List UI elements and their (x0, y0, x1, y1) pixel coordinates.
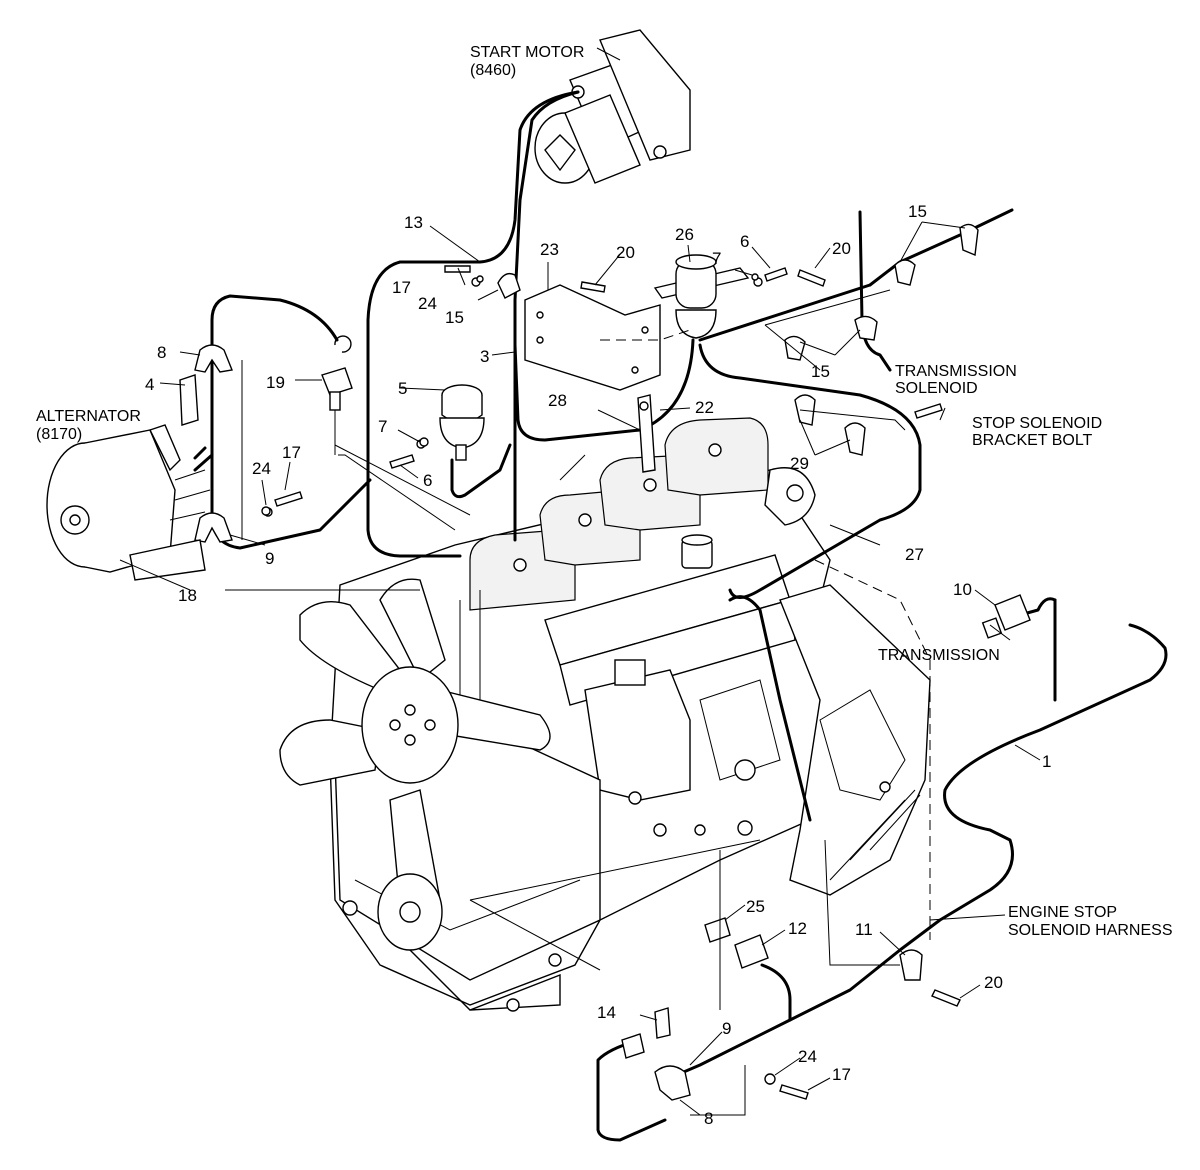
callout-6: 6 (423, 471, 432, 490)
callout-17: 17 (832, 1065, 851, 1084)
alternator (46, 424, 211, 573)
label-transmission-solenoid-1: TRANSMISSION (895, 363, 1017, 380)
label-stop-solenoid-1: STOP SOLENOID (972, 415, 1102, 432)
callout-15: 15 (908, 202, 927, 221)
transmission-housing (779, 584, 931, 896)
callout-29: 29 (790, 454, 809, 473)
label-alternator-code: (8170) (36, 426, 82, 443)
callout-17: 17 (282, 443, 301, 462)
callout-8: 8 (157, 343, 166, 362)
callout-20: 20 (984, 973, 1003, 992)
callout-9: 9 (265, 549, 274, 568)
valve-covers (469, 417, 769, 611)
callout-7: 7 (712, 249, 721, 268)
pressure-switch-5 (439, 384, 485, 461)
bracket-23 (524, 284, 661, 391)
callout-17: 17 (392, 278, 411, 297)
stop-solenoid (653, 254, 750, 339)
text-labels: START MOTOR (8460) ALTERNATOR (8170) TRA… (36, 44, 1172, 939)
fan-and-pulleys (279, 578, 551, 951)
callout-24: 24 (252, 459, 271, 478)
label-alternator: ALTERNATOR (36, 408, 141, 425)
callout-5: 5 (398, 379, 407, 398)
callout-14: 14 (597, 1003, 616, 1022)
callout-6: 6 (740, 232, 749, 251)
callout-25: 25 (746, 897, 765, 916)
callout-24: 24 (798, 1047, 817, 1066)
label-start-motor-code: (8460) (470, 62, 516, 79)
label-engine-stop-2: SOLENOID HARNESS (1008, 922, 1172, 939)
callout-numbers: 1 3 4 5 6 6 7 7 8 8 9 9 10 11 12 13 14 1… (145, 202, 1051, 1128)
callout-11: 11 (855, 920, 873, 939)
callout-28: 28 (548, 391, 567, 410)
leader-lines (119, 47, 1041, 1116)
callout-9: 9 (722, 1019, 731, 1038)
callout-15: 15 (445, 308, 464, 327)
small-parts (129, 223, 1031, 1101)
callout-4: 4 (145, 375, 154, 394)
engine-assembly (329, 417, 831, 1012)
harness-alternator (210, 294, 372, 550)
harness-1 (663, 623, 1168, 1082)
callout-8: 8 (704, 1109, 713, 1128)
harness-3 (513, 90, 580, 542)
label-start-motor: START MOTOR (470, 44, 584, 61)
callout-22: 22 (695, 398, 714, 417)
wire-harnesses (193, 90, 1168, 1142)
callout-19: 19 (266, 373, 285, 392)
label-transmission: TRANSMISSION (878, 647, 1000, 664)
callout-18: 18 (178, 586, 197, 605)
callout-20: 20 (832, 239, 851, 258)
start-motor (534, 29, 691, 184)
sensor-19 (321, 335, 353, 411)
callout-24: 24 (418, 294, 437, 313)
callout-10: 10 (953, 580, 972, 599)
callout-1: 1 (1042, 752, 1051, 771)
harness-27 (698, 343, 922, 599)
label-transmission-solenoid-2: SOLENOID (895, 380, 978, 397)
callout-13: 13 (404, 213, 423, 232)
callout-7: 7 (378, 417, 387, 436)
callout-26: 26 (675, 225, 694, 244)
callout-27: 27 (905, 545, 924, 564)
harness-13 (366, 90, 580, 558)
label-stop-solenoid-2: BRACKET BOLT (972, 432, 1093, 449)
callout-12: 12 (788, 919, 807, 938)
callout-3: 3 (480, 347, 489, 366)
bolts (263, 265, 961, 1100)
callout-15: 15 (811, 362, 830, 381)
sensor-10 (981, 594, 1031, 639)
callout-20: 20 (616, 243, 635, 262)
callout-23: 23 (540, 240, 559, 259)
label-engine-stop-1: ENGINE STOP (1008, 904, 1117, 921)
